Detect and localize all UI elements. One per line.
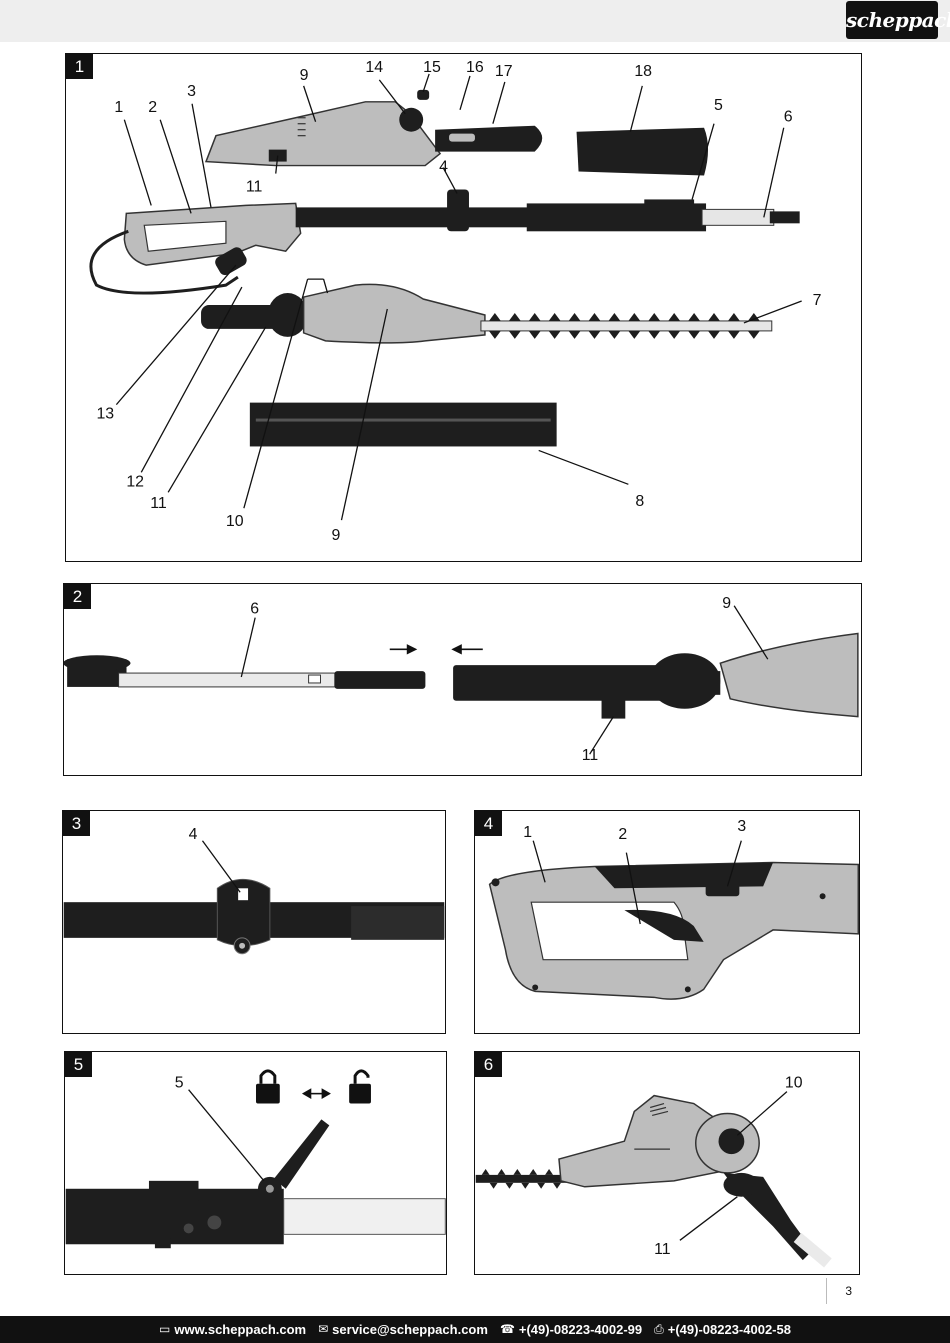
figure-2-panel: 2 6 9 11	[63, 583, 862, 776]
hedge-trimmer-head	[201, 283, 773, 344]
figure-3-illustration: 4	[63, 826, 445, 955]
figure-5-illustration: 5	[65, 1069, 446, 1249]
page-number: 3	[826, 1278, 862, 1304]
figure-1-leader-lines	[115, 73, 802, 521]
figure-4-number: 4	[475, 811, 502, 836]
lock-closed-icon	[255, 1069, 280, 1104]
monitor-icon: ▭	[159, 1322, 171, 1336]
svg-text:4: 4	[439, 159, 448, 176]
svg-text:16: 16	[466, 59, 484, 76]
double-arrow-icon	[389, 644, 483, 655]
svg-text:7: 7	[813, 292, 822, 309]
fax-icon: ⎙	[654, 1322, 664, 1336]
svg-text:10: 10	[226, 513, 244, 530]
double-arrow-icon	[301, 1088, 331, 1099]
footer-phone: ☎ +(49)-08223-4002-99	[500, 1316, 642, 1343]
svg-text:2: 2	[148, 99, 157, 116]
chainsaw-head	[204, 89, 543, 167]
svg-text:11: 11	[246, 178, 263, 195]
footer-email[interactable]: ✉ service@scheppach.com	[318, 1316, 488, 1343]
svg-text:11: 11	[150, 495, 167, 512]
svg-text:9: 9	[300, 67, 309, 84]
footer-website-text: www.scheppach.com	[174, 1322, 307, 1337]
brand-logo: scheppach	[846, 1, 950, 39]
phone-icon: ☎	[499, 1322, 515, 1336]
svg-text:1: 1	[523, 824, 532, 841]
svg-text:9: 9	[332, 527, 341, 544]
figure-2-callouts: 6 9 11	[250, 595, 731, 764]
figure-6-panel: 6 10 11	[474, 1051, 860, 1275]
figure-3-number: 3	[63, 811, 90, 836]
svg-text:11: 11	[654, 1241, 671, 1258]
footer-fax: ⎙ +(49)-08223-4002-58	[654, 1316, 791, 1343]
figure-1-number: 1	[66, 54, 93, 79]
svg-text:6: 6	[784, 109, 793, 126]
footer-website[interactable]: ▭ www.scheppach.com	[159, 1316, 306, 1343]
footer-bar: ▭ www.scheppach.com ✉ service@scheppach.…	[0, 1316, 950, 1343]
figure-3-panel: 3 4	[62, 810, 446, 1034]
svg-text:3: 3	[737, 818, 746, 835]
svg-text:10: 10	[785, 1075, 803, 1092]
figure-2-illustration: 6 9 11	[64, 595, 859, 764]
figure-5-panel: 5 5	[64, 1051, 447, 1275]
footer-fax-text: +(49)-08223-4002-58	[667, 1322, 791, 1337]
pole-with-handle	[89, 189, 800, 295]
footer-email-text: service@scheppach.com	[332, 1322, 488, 1337]
svg-text:8: 8	[635, 493, 644, 510]
svg-text:2: 2	[618, 826, 627, 843]
svg-text:11: 11	[582, 747, 599, 764]
figure-4-panel: 4 1 2 3	[474, 810, 860, 1034]
figure-6-illustration: 10 11	[475, 1075, 832, 1268]
figure-5-number: 5	[65, 1052, 92, 1077]
figure-2-number: 2	[64, 584, 91, 609]
svg-text:14: 14	[365, 59, 383, 76]
footer-phone-text: +(49)-08223-4002-99	[518, 1322, 643, 1337]
svg-text:12: 12	[126, 473, 144, 490]
lock-open-icon	[349, 1069, 371, 1104]
figure-3-callout: 4	[189, 826, 198, 843]
figure-4-callouts: 1 2 3	[523, 818, 746, 843]
svg-text:3: 3	[187, 83, 196, 100]
svg-text:13: 13	[96, 406, 114, 423]
mail-icon: ✉	[318, 1322, 329, 1336]
svg-text:15: 15	[423, 59, 441, 76]
svg-text:5: 5	[714, 97, 723, 114]
figure-1-callouts: 1 2 3 4 5 6 7 8 9 9 10 11 11 12 13 14 15…	[96, 59, 821, 544]
figure-6-callouts: 10 11	[654, 1075, 803, 1259]
top-bar: scheppach	[0, 0, 950, 42]
figure-1-illustration: 1 2 3 4 5 6 7 8 9 9 10 11 11 12 13 14 15…	[89, 59, 822, 544]
hedge-blade-guard	[249, 402, 557, 447]
figure-5-callout: 5	[175, 1075, 184, 1092]
figure-1-panel: 1	[65, 53, 862, 562]
hedge-blade-teeth	[488, 312, 760, 339]
chain-guard	[576, 127, 709, 176]
svg-text:6: 6	[250, 601, 259, 618]
figure-6-number: 6	[475, 1052, 502, 1077]
svg-text:17: 17	[495, 63, 513, 80]
figure-4-illustration: 1 2 3	[488, 818, 859, 1000]
svg-text:1: 1	[114, 99, 123, 116]
svg-text:18: 18	[634, 63, 652, 80]
svg-text:9: 9	[722, 595, 731, 612]
